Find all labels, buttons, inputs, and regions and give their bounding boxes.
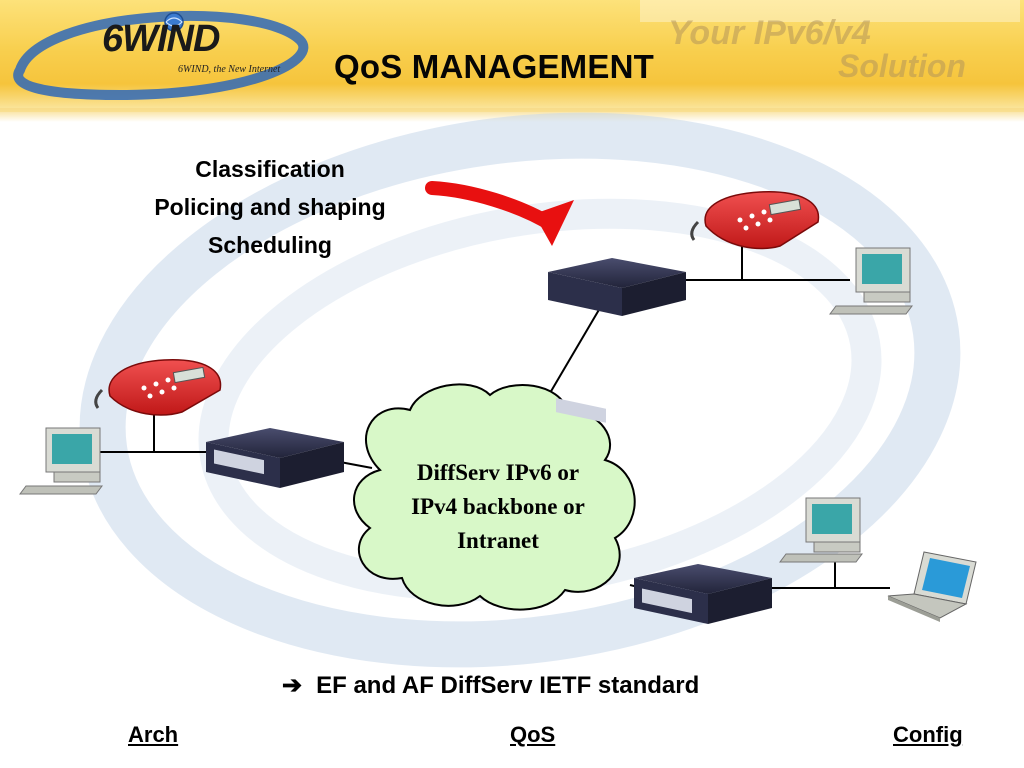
- header-fade: [0, 108, 1024, 122]
- cloud-label-line-3: Intranet: [457, 528, 539, 553]
- desktop-computer-bottom-icon: [779, 497, 863, 563]
- logo-wordmark: 6WIND: [102, 18, 220, 60]
- logo-tagline: 6WIND, the New Internet: [178, 64, 281, 75]
- desktop-computer-top-icon: [829, 247, 913, 315]
- function-classification: Classification: [195, 156, 345, 182]
- telephone-left-icon: [94, 359, 222, 416]
- arrow-right-icon: ➔: [282, 672, 303, 699]
- nav-link-config[interactable]: Config: [893, 722, 963, 747]
- backbone-cloud-icon: [353, 383, 636, 611]
- router-top-icon: [548, 258, 686, 423]
- backbone-cloud-label: DiffServ IPv6 or IPv4 backbone or Intran…: [378, 456, 618, 558]
- cloud-label-line-1: DiffServ IPv6 or: [416, 460, 580, 485]
- telephone-top-icon: [690, 191, 820, 250]
- header-swirl-decoration: [13, 0, 1020, 101]
- slide-header: 6WIND 6WIND, the New Internet QoS MANAGE…: [0, 0, 1024, 112]
- nav-link-arch[interactable]: Arch: [128, 722, 179, 747]
- slogan-line-1: Your IPv6/v4: [668, 14, 871, 52]
- nav-link-qos[interactable]: QoS: [510, 722, 556, 747]
- router-left-icon: [206, 428, 344, 488]
- slogan-line-2: Solution: [838, 48, 966, 84]
- globe-icon: [164, 12, 184, 32]
- standard-note-text: EF and AF DiffServ IETF standard: [316, 671, 700, 699]
- company-logo: [8, 4, 308, 108]
- function-policing-shaping: Policing and shaping: [154, 194, 386, 220]
- page-title: QoS MANAGEMENT: [334, 48, 654, 85]
- function-scheduling: Scheduling: [208, 232, 332, 258]
- standard-note: ➔ EF and AF DiffServ IETF standard: [282, 671, 699, 700]
- red-arrow-icon: [425, 181, 574, 246]
- cloud-label-line-2: IPv4 backbone or: [411, 494, 585, 519]
- qos-functions-list: Classification Policing and shaping Sche…: [120, 150, 420, 264]
- router-bottom-icon: [634, 564, 772, 624]
- desktop-computer-left-icon: [19, 427, 103, 495]
- laptop-icon: [887, 551, 977, 622]
